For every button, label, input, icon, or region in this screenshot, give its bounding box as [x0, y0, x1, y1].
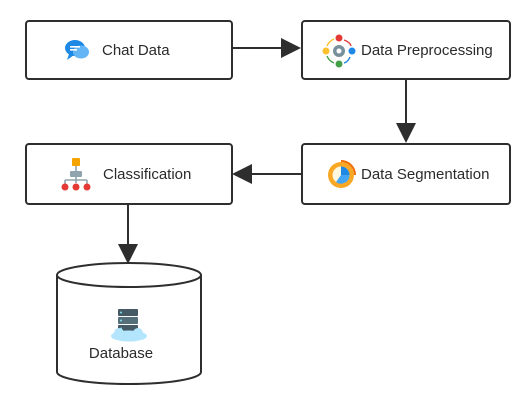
node-label-data-segmentation: Data Segmentation: [361, 165, 490, 183]
node-label-classification: Classification: [103, 165, 192, 183]
node-label-database: Database: [88, 345, 154, 362]
node-classification[interactable]: Classification: [25, 143, 233, 205]
node-data-preprocessing[interactable]: Data Preprocessing: [301, 20, 511, 80]
node-label-data-preprocessing: Data Preprocessing: [361, 41, 493, 59]
node-chat-data[interactable]: Chat Data: [25, 20, 233, 80]
server-cloud-icon: [111, 309, 147, 342]
gear-cycle-icon: [322, 34, 356, 68]
pie-segment-icon: [328, 160, 356, 188]
chat-bubbles-icon: [65, 40, 89, 60]
node-label-chat-data: Chat Data: [102, 41, 170, 59]
node-data-segmentation[interactable]: Data Segmentation: [301, 143, 511, 205]
hierarchy-tree-icon: [61, 158, 91, 191]
